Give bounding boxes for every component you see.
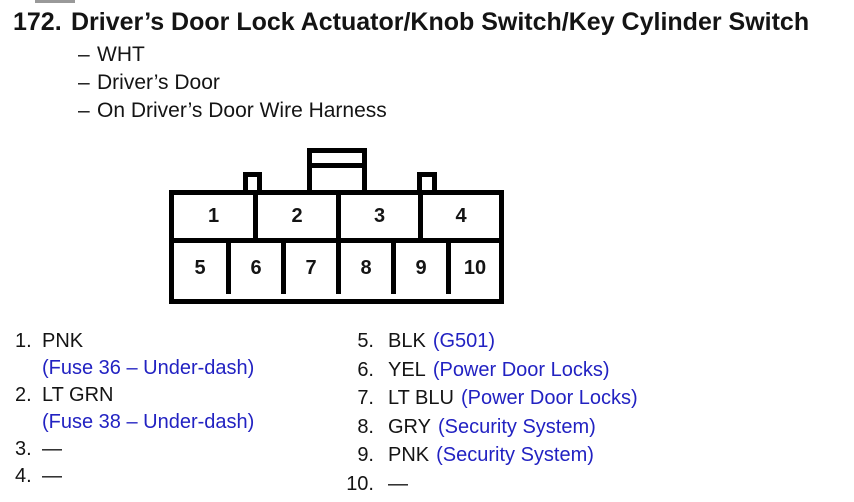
section-number: 172.: [13, 8, 62, 36]
connector-latch-tab: [307, 148, 367, 195]
pin-list-right: 5. BLK (G501) 6. YEL (Power Door Locks) 7. LT…: [330, 327, 638, 498]
connector-row-bottom: 5 6 7 8 9 10: [174, 243, 499, 294]
circuit-note: (Fuse 36 – Under-dash): [42, 357, 255, 379]
pin-cavity-9: 9: [396, 243, 451, 294]
pin-row-1: 1. PNK: [15, 328, 254, 355]
circuit-note: (Power Door Locks): [432, 358, 610, 381]
circuit-note: (Power Door Locks): [460, 387, 638, 409]
pin-row-6: 6. YEL (Power Door Locks): [330, 356, 638, 385]
pin-cavity-2: 2: [258, 195, 341, 238]
pin-number: 7.: [357, 387, 374, 409]
dash-bullet: –: [78, 99, 90, 122]
section-title-text: Driver’s Door Lock Actuator/Knob Switch/…: [71, 8, 810, 36]
circuit-note: (Security System): [437, 415, 596, 438]
pin-row-2: 2. LT GRN: [15, 382, 254, 409]
pin-cavity-8: 8: [341, 243, 396, 294]
wire-color: PNK: [388, 444, 430, 466]
wire-color: LT GRN: [42, 384, 114, 406]
pin-number: 10.: [346, 472, 374, 495]
wire-color: YEL: [388, 358, 426, 381]
pin-number: 9.: [357, 444, 374, 466]
pin-cavity-7: 7: [286, 243, 341, 294]
pin-row-10: 10. —: [330, 470, 638, 499]
pin-number: 1.: [15, 330, 32, 352]
pin-list-left: 1. PNK (Fuse 36 – Under-dash) 2. LT GRN (F…: [15, 328, 254, 490]
scan-artifact: [35, 0, 75, 3]
circuit-note: (Fuse 38 – Under-dash): [42, 411, 255, 433]
dash-bullet: –: [78, 71, 90, 94]
pin-number: 5.: [357, 330, 374, 352]
pin-row-1-note: (Fuse 36 – Under-dash): [15, 355, 254, 382]
circuit-note: (Security System): [436, 444, 594, 466]
pin-row-7: 7. LT BLU (Power Door Locks): [330, 384, 638, 413]
wire-color: PNK: [42, 330, 84, 352]
pin-number: 4.: [15, 465, 32, 487]
pin-row-4: 4. —: [15, 463, 254, 490]
attribute-text: Driver’s Door: [97, 71, 220, 94]
wire-color: —: [42, 438, 62, 460]
pin-cavity-3: 3: [341, 195, 423, 238]
pin-number: 6.: [357, 358, 374, 381]
connector-row-top: 1 2 3 4: [174, 195, 499, 243]
circuit-note: (G501): [432, 330, 496, 352]
wire-color: LT BLU: [388, 387, 454, 409]
pin-row-3: 3. —: [15, 436, 254, 463]
wire-color: GRY: [388, 415, 431, 438]
pin-row-5: 5. BLK (G501): [330, 327, 638, 356]
section-title: 172. Driver’s Door Lock Actuator/Knob Swi…: [13, 8, 854, 36]
pin-row-8: 8. GRY (Security System): [330, 413, 638, 442]
attribute-text: On Driver’s Door Wire Harness: [97, 99, 387, 122]
wire-color: —: [388, 472, 408, 495]
connector-diagram: 1 2 3 4 5 6 7 8 9 10: [169, 148, 504, 304]
pin-cavity-6: 6: [231, 243, 286, 294]
dash-bullet: –: [78, 43, 90, 66]
pin-cavity-4: 4: [455, 205, 467, 227]
pin-cavity-5: 5: [174, 243, 231, 294]
wire-color: BLK: [388, 330, 426, 352]
attribute-line: –Driver’s Door: [78, 69, 387, 97]
pin-number: 2.: [15, 384, 32, 406]
pin-row-2-note: (Fuse 38 – Under-dash): [15, 409, 254, 436]
pin-cavity-1: 1: [174, 195, 258, 238]
connector-body: 1 2 3 4 5 6 7 8 9 10: [169, 190, 504, 304]
attribute-line: –WHT: [78, 41, 387, 69]
pin-number: 3.: [15, 438, 32, 460]
wire-color: —: [42, 465, 62, 487]
attribute-line: –On Driver’s Door Wire Harness: [78, 97, 387, 125]
latch-tab-bar: [312, 163, 362, 168]
pin-cavity-10: 10: [463, 257, 487, 279]
pin-number: 8.: [357, 415, 374, 438]
attribute-text: WHT: [97, 43, 145, 66]
pin-row-9: 9. PNK (Security System): [330, 441, 638, 470]
connector-attributes: –WHT –Driver’s Door –On Driver’s Door Wi…: [78, 41, 387, 125]
